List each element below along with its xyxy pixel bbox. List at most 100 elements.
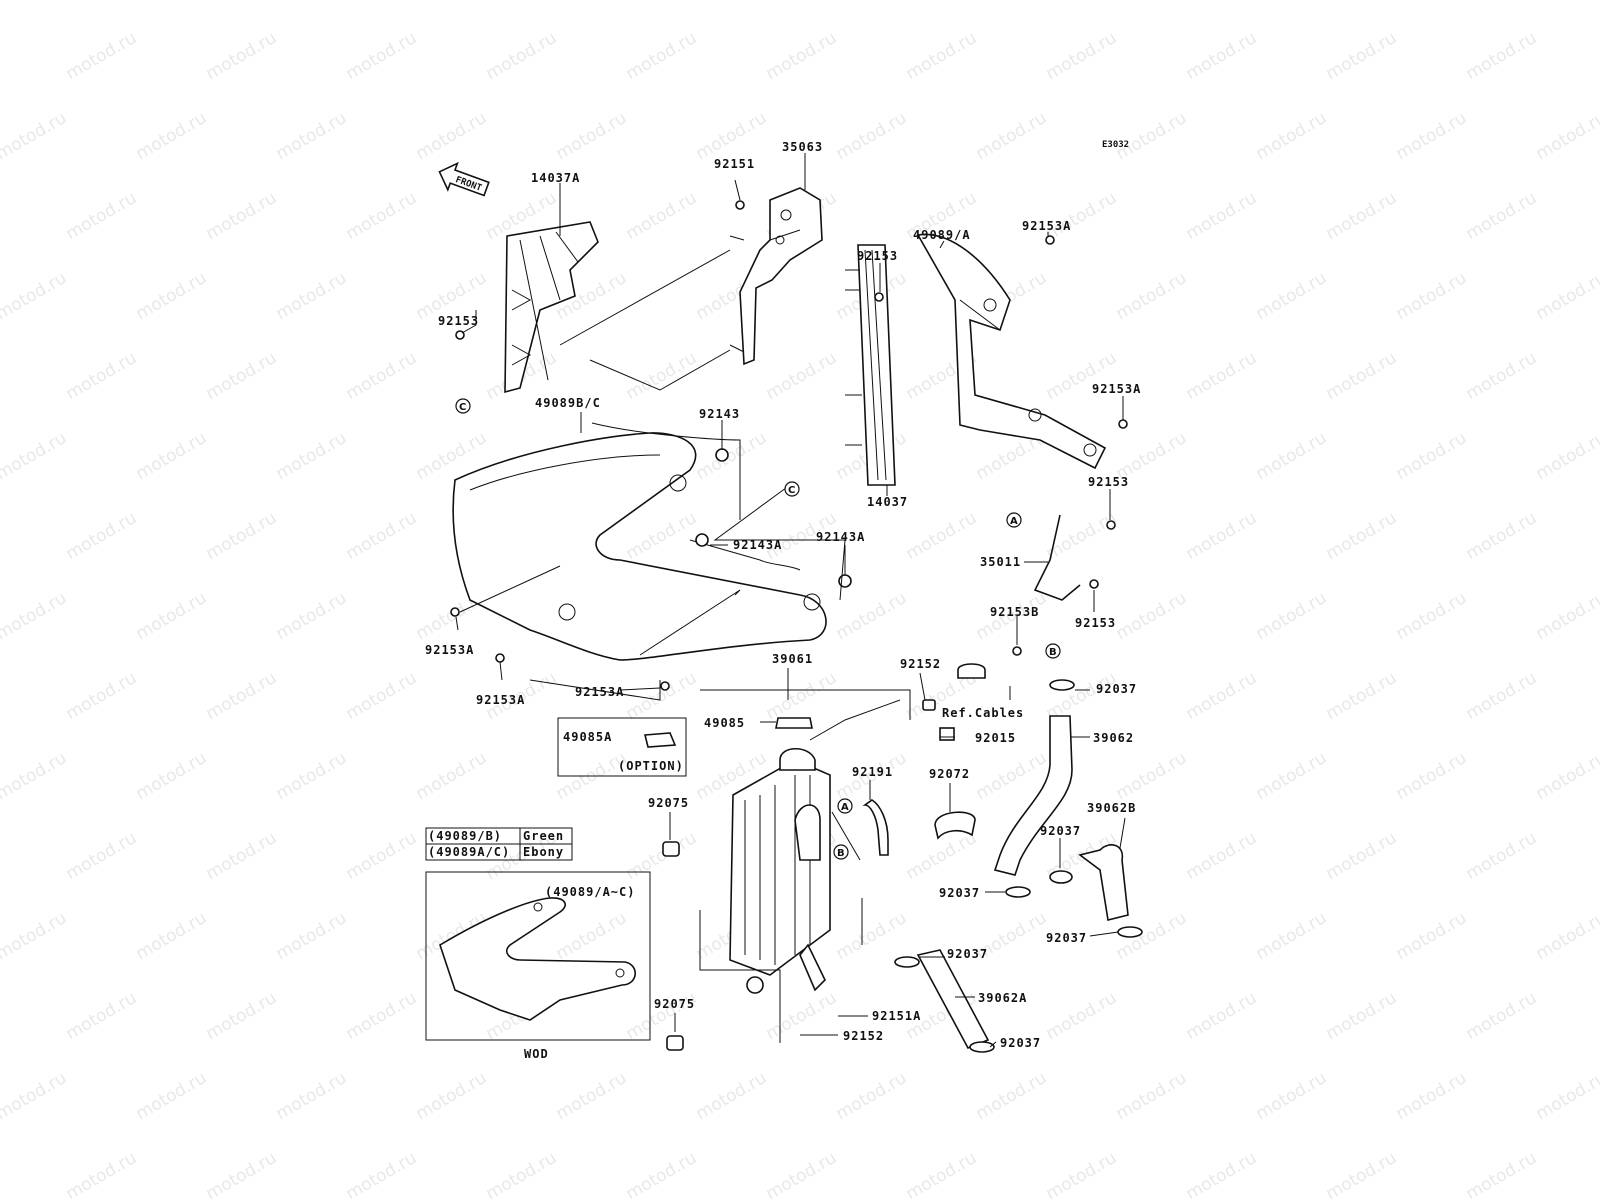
watermark-text: motod.ru (1323, 988, 1401, 1044)
clamps (894, 663, 1143, 1053)
watermark-text: motod.ru (343, 508, 421, 564)
svg-text:A: A (841, 802, 849, 813)
watermark-text: motod.ru (63, 508, 141, 564)
label-35063: 35063 (782, 140, 823, 154)
watermark-text: motod.ru (1323, 348, 1401, 404)
hoses (862, 715, 1129, 1050)
watermark-text: motod.ru (413, 0, 491, 4)
watermark-text: motod.ru (343, 348, 421, 404)
watermark-text: motod.ru (1253, 268, 1331, 324)
inset-title: (49089/A~C) (545, 885, 635, 899)
watermark-text: motod.ru (63, 668, 141, 724)
watermark-text: motod.ru (343, 188, 421, 244)
label-92153A-right: 92153A (1092, 382, 1141, 396)
watermark-text: motod.ru (623, 508, 701, 564)
label-92151: 92151 (714, 157, 755, 171)
watermark-text: motod.ru (0, 908, 70, 964)
watermark-text: motod.ru (273, 1068, 351, 1124)
label-92143A-2: 92143A (816, 530, 865, 544)
part-35063-bracket (729, 187, 823, 366)
watermark-text: motod.ru (763, 1148, 841, 1200)
watermark-text: motod.ru (0, 0, 70, 4)
callout-a-1: A (1006, 512, 1022, 528)
callout-c-2: C (784, 481, 800, 497)
watermark-text: motod.ru (1463, 348, 1541, 404)
watermark-text: motod.ru (1183, 188, 1261, 244)
watermark-text: motod.ru (63, 188, 141, 244)
watermark-text: motod.ru (203, 188, 281, 244)
watermark-text: motod.ru (203, 28, 281, 84)
label-92153-top: 92153 (857, 249, 898, 263)
label-option: (OPTION) (618, 759, 684, 773)
watermark-text: motod.ru (1113, 588, 1191, 644)
watermark-text: motod.ru (1113, 0, 1191, 4)
watermark-text: motod.ru (1323, 1148, 1401, 1200)
label-92153A-l1: 92153A (425, 643, 474, 657)
label-39062A: 39062A (978, 991, 1027, 1005)
svg-text:C: C (459, 402, 466, 413)
watermark-text: motod.ru (343, 828, 421, 884)
label-14037: 14037 (867, 495, 908, 509)
watermark-text: motod.ru (1463, 988, 1541, 1044)
svg-text:B: B (837, 848, 845, 859)
watermark-text: motod.ru (553, 0, 631, 4)
label-92153A-l2: 92153A (476, 693, 525, 707)
watermark-text: motod.ru (763, 348, 841, 404)
label-49085: 49085 (704, 716, 745, 730)
watermark-text: motod.ru (1393, 908, 1471, 964)
watermark-text: motod.ru (833, 0, 911, 4)
watermark-text: motod.ru (623, 28, 701, 84)
label-39062: 39062 (1093, 731, 1134, 745)
watermark-text: motod.ru (1393, 748, 1471, 804)
watermark-text: motod.ru (833, 1068, 911, 1124)
watermark-text: motod.ru (1463, 28, 1541, 84)
watermark-text: motod.ru (903, 508, 981, 564)
watermark-text: motod.ru (1043, 188, 1121, 244)
label-92072: 92072 (929, 767, 970, 781)
front-arrow-icon: FRONT (438, 161, 490, 197)
watermark-text: motod.ru (1463, 188, 1541, 244)
watermark-text: motod.ru (833, 908, 911, 964)
watermark-text: motod.ru (1043, 1148, 1121, 1200)
watermark-text: motod.ru (63, 988, 141, 1044)
label-92037-2: 92037 (1040, 824, 1081, 838)
watermark-text: motod.ru (1463, 828, 1541, 884)
watermark-text: motod.ru (343, 28, 421, 84)
watermark-text: motod.ru (203, 668, 281, 724)
watermark-text: motod.ru (1183, 508, 1261, 564)
part-39061-radiator (729, 747, 831, 994)
watermark-text: motod.ru (133, 268, 211, 324)
watermark-text: motod.ru (1043, 28, 1121, 84)
label-49085A: 49085A (563, 730, 612, 744)
watermark-text: motod.ru (0, 268, 70, 324)
watermark-text: motod.ru (903, 828, 981, 884)
watermark-text: motod.ru (0, 428, 70, 484)
watermark-text: motod.ru (203, 828, 281, 884)
watermark-text: motod.ru (1323, 828, 1401, 884)
label-92153B: 92153B (990, 605, 1039, 619)
watermark-text: motod.ru (973, 0, 1051, 4)
label-35011: 35011 (980, 555, 1021, 569)
color-table-code-1: (49089/B) (428, 829, 502, 843)
watermark-text: motod.ru (623, 1148, 701, 1200)
watermark-text: motod.ru (693, 108, 771, 164)
watermark-text: motod.ru (273, 748, 351, 804)
watermark-text: motod.ru (1253, 108, 1331, 164)
watermark-text: motod.ru (623, 348, 701, 404)
label-92037-1: 92037 (1096, 682, 1137, 696)
watermark-text: motod.ru (1533, 748, 1600, 804)
watermark-text: motod.ru (133, 428, 211, 484)
watermark-text: motod.ru (1323, 28, 1401, 84)
watermark-text: motod.ru (1463, 508, 1541, 564)
watermark-text: motod.ru (1043, 988, 1121, 1044)
watermark-text: motod.ru (133, 1068, 211, 1124)
watermark-text: motod.ru (133, 0, 211, 4)
label-92075-top: 92075 (648, 796, 689, 810)
label-39062B: 39062B (1087, 801, 1136, 815)
watermark-text: motod.ru (133, 108, 211, 164)
watermark-text: motod.ru (1253, 428, 1331, 484)
watermark-text: motod.ru (973, 1068, 1051, 1124)
watermark-text: motod.ru (763, 988, 841, 1044)
svg-text:C: C (788, 485, 795, 496)
watermark-text: motod.ru (63, 828, 141, 884)
